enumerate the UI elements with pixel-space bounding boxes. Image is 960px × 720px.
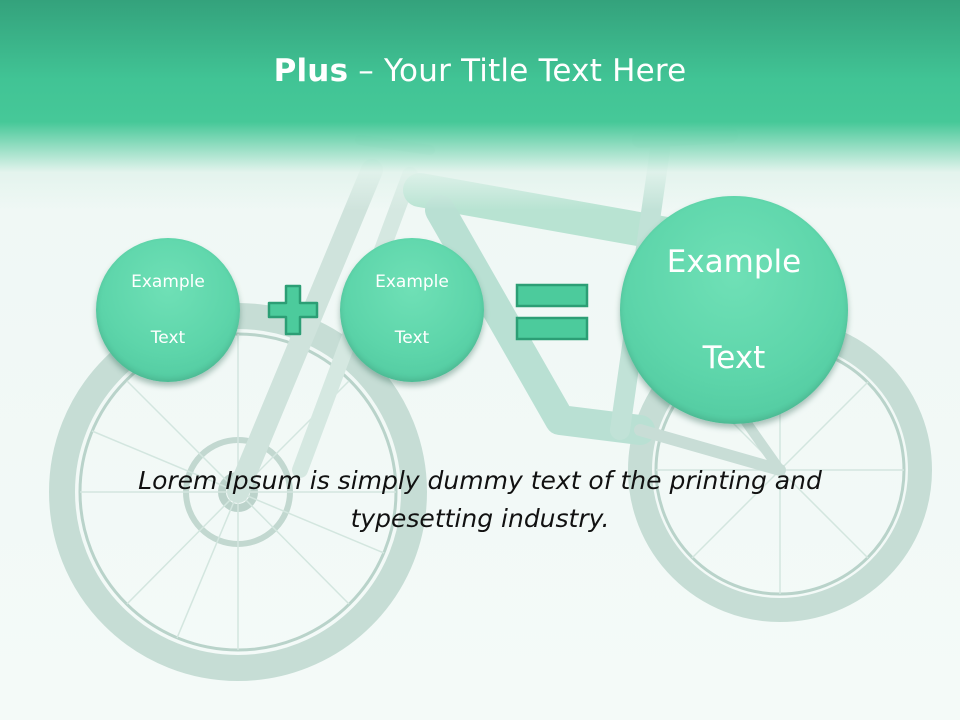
circle-3-line2: Text bbox=[702, 340, 766, 376]
plus-icon bbox=[267, 284, 319, 336]
circle-2-line1: Example bbox=[375, 272, 449, 292]
circle-2-line2: Text bbox=[394, 328, 430, 348]
header-band bbox=[0, 0, 960, 210]
title-rest: – Your Title Text Here bbox=[348, 53, 687, 89]
circle-3-line1: Example bbox=[666, 244, 802, 280]
title-strong: Plus bbox=[273, 53, 349, 89]
equals-icon bbox=[515, 283, 589, 341]
circle-1-line1: Example bbox=[131, 272, 205, 292]
slide-title: Plus – Your Title Text Here bbox=[0, 53, 960, 89]
circle-1-line2: Text bbox=[150, 328, 186, 348]
body-text: Lorem Ipsum is simply dummy text of the … bbox=[138, 466, 822, 533]
